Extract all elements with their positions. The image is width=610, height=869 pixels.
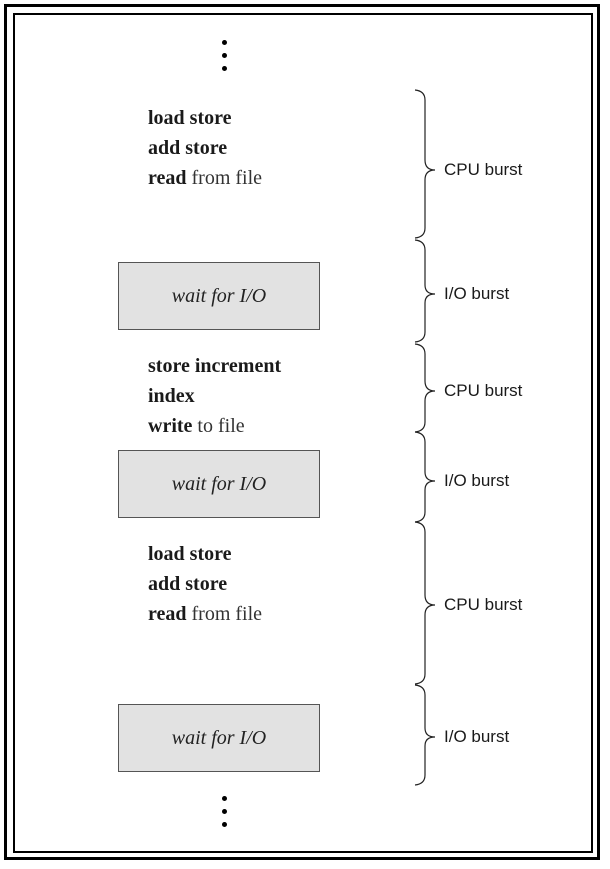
burst-label-io-1: I/O burst <box>444 284 510 303</box>
code-line: load store <box>148 543 232 565</box>
burst-label-cpu-3: CPU burst <box>444 595 523 614</box>
brace-cpu-1 <box>414 89 436 239</box>
io-wait-text: wait for I/O <box>171 472 267 495</box>
code-line: add store <box>148 137 228 159</box>
brace-io-2 <box>414 431 436 523</box>
inner-frame <box>13 13 593 853</box>
cpu-block-1: load store add store read from file <box>148 103 262 193</box>
code-line: read from file <box>148 167 263 189</box>
outer-frame <box>4 4 600 860</box>
io-wait-box-3: wait for I/O <box>118 704 320 772</box>
code-line: index <box>148 385 195 407</box>
brace-io-3 <box>414 684 436 786</box>
brace-io-1 <box>414 239 436 343</box>
code-line: add store <box>148 573 228 595</box>
cpu-block-2: store increment index write to file <box>148 351 281 441</box>
brace-cpu-2 <box>414 343 436 433</box>
code-line: read from file <box>148 603 263 625</box>
io-wait-text: wait for I/O <box>171 284 267 307</box>
code-line: load store <box>148 107 232 129</box>
cpu-block-3: load store add store read from file <box>148 539 262 629</box>
burst-label-io-2: I/O burst <box>444 471 510 490</box>
code-line: write to file <box>148 415 245 437</box>
ellipsis-bottom <box>222 796 228 835</box>
burst-label-io-3: I/O burst <box>444 727 510 746</box>
code-line: store increment <box>148 355 282 377</box>
io-wait-text: wait for I/O <box>171 726 267 749</box>
burst-label-cpu-1: CPU burst <box>444 160 523 179</box>
brace-cpu-3 <box>414 521 436 685</box>
io-wait-box-2: wait for I/O <box>118 450 320 518</box>
ellipsis-top <box>222 40 228 79</box>
burst-label-cpu-2: CPU burst <box>444 381 523 400</box>
io-wait-box-1: wait for I/O <box>118 262 320 330</box>
